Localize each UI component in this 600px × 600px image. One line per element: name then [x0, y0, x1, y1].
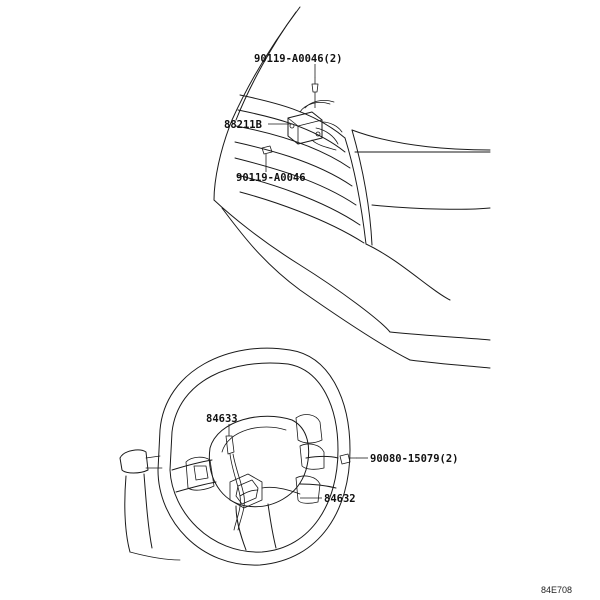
label-90080-15079-2: 90080-15079(2)	[370, 453, 459, 465]
drawing-id: 84E708	[541, 585, 572, 595]
steering-wheel-drawing	[119, 347, 351, 566]
label-88211b: 88211B	[224, 119, 262, 131]
label-84633: 84633	[206, 413, 238, 425]
screw	[339, 453, 357, 465]
front-bumper-drawing	[213, 6, 491, 369]
label-84632: 84632	[324, 493, 356, 505]
label-90119-a0046: 90119-A0046	[236, 172, 306, 184]
radar-sensor	[287, 100, 343, 151]
label-90119-a0046-2: 90119-A0046(2)	[254, 53, 343, 65]
bolt-top	[311, 77, 319, 93]
bolt-left	[261, 145, 273, 155]
spiral-cable	[229, 473, 301, 509]
wire-harness	[225, 435, 259, 531]
